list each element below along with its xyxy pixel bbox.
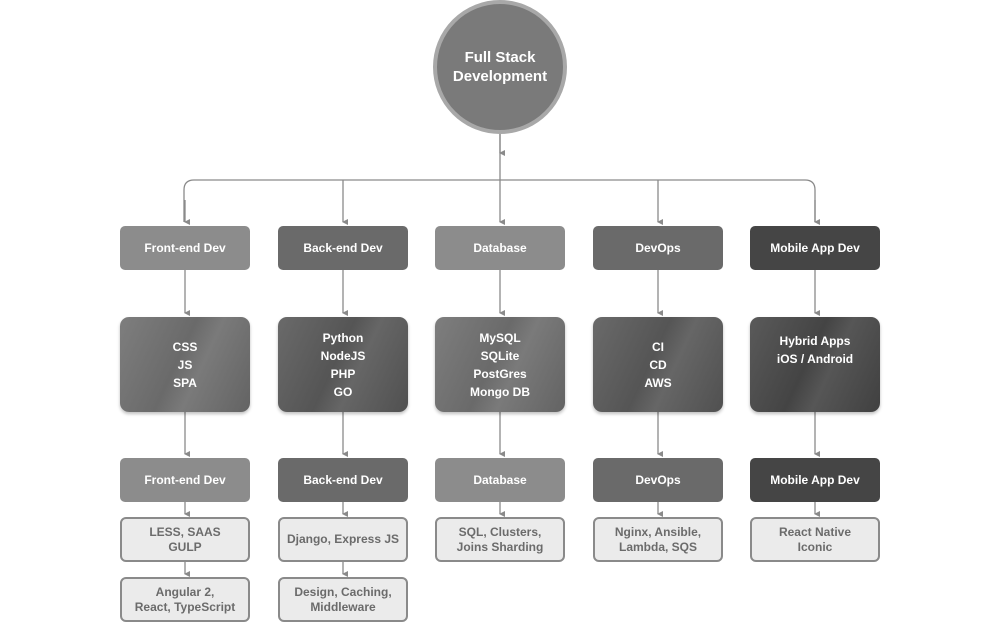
leaf-line-devops: Nginx, Ansible, — [614, 524, 702, 539]
sub-header-mobile-app: Mobile App Dev — [750, 458, 880, 502]
tech-box-devops: CI CD AWS — [593, 317, 723, 412]
header-label-database: Database — [473, 241, 527, 255]
header-label-devops: DevOps — [635, 241, 681, 255]
sub-header-label-database: Database — [473, 473, 527, 487]
tech-item-mobile-app: iOS / Android — [776, 352, 854, 366]
leaf-box-back-end: Django, Express JS — [278, 517, 408, 562]
header-database: Database — [435, 226, 565, 270]
tech-item-database: PostGres — [473, 366, 527, 381]
sub-header-front-end: Front-end Dev — [120, 458, 250, 502]
leaf-line-database: Joins Sharding — [456, 539, 544, 554]
header-label-back-end: Back-end Dev — [303, 241, 383, 255]
tech-item-devops: AWS — [644, 375, 672, 390]
tech-box-front-end: CSS JS SPA — [120, 317, 250, 412]
tech-item-database: SQLite — [480, 348, 520, 363]
header-back-end: Back-end Dev — [278, 226, 408, 270]
tech-item-back-end: GO — [333, 384, 353, 399]
leaf-line-back-end: Django, Express JS — [286, 532, 400, 546]
header-devops: DevOps — [593, 226, 723, 270]
leaf-line-front-end: React, TypeScript — [134, 599, 236, 614]
tech-item-front-end: SPA — [173, 375, 197, 390]
sub-header-label-back-end: Back-end Dev — [303, 473, 383, 487]
tech-item-mobile-app: Hybrid Apps — [779, 334, 851, 348]
root-title-line2: Development — [452, 68, 548, 85]
tech-item-back-end: Python — [322, 330, 364, 345]
header-front-end: Front-end Dev — [120, 226, 250, 270]
leaf-line-back-end: Middleware — [310, 599, 376, 614]
tech-item-front-end: CSS — [172, 339, 198, 354]
tech-item-front-end: JS — [177, 357, 193, 372]
sub-header-database: Database — [435, 458, 565, 502]
sub-header-label-mobile-app: Mobile App Dev — [770, 473, 860, 487]
leaf-line-front-end: GULP — [168, 539, 202, 554]
tech-item-database: MySQL — [479, 330, 521, 345]
sub-header-devops: DevOps — [593, 458, 723, 502]
leaf-box-database: SQL, Clusters,Joins Sharding — [435, 517, 565, 562]
tech-item-back-end: NodeJS — [320, 348, 366, 363]
leaf-box-front-end: Angular 2,React, TypeScript — [120, 577, 250, 622]
header-label-front-end: Front-end Dev — [144, 241, 226, 255]
leaf-line-mobile-app: Iconic — [797, 539, 833, 554]
leaf-line-front-end: Angular 2, — [155, 584, 215, 599]
leaf-box-back-end: Design, Caching,Middleware — [278, 577, 408, 622]
tech-item-back-end: PHP — [330, 366, 356, 381]
leaf-line-devops: Lambda, SQS — [618, 539, 698, 554]
tech-box-mobile-app: Hybrid Apps iOS / Android — [750, 317, 880, 412]
tech-item-database: Mongo DB — [470, 384, 530, 399]
leaf-line-database: SQL, Clusters, — [458, 524, 542, 539]
leaf-line-back-end: Design, Caching, — [294, 584, 392, 599]
tech-item-devops: CI — [652, 339, 664, 354]
root-node: Full Stack Development — [433, 0, 567, 134]
sub-header-back-end: Back-end Dev — [278, 458, 408, 502]
header-label-mobile-app: Mobile App Dev — [770, 241, 860, 255]
header-mobile-app: Mobile App Dev — [750, 226, 880, 270]
leaf-line-front-end: LESS, SAAS — [149, 524, 221, 539]
tech-item-devops: CD — [649, 357, 667, 372]
sub-header-label-front-end: Front-end Dev — [144, 473, 226, 487]
sub-header-label-devops: DevOps — [635, 473, 681, 487]
leaf-line-mobile-app: React Native — [778, 524, 852, 539]
leaf-box-devops: Nginx, Ansible,Lambda, SQS — [593, 517, 723, 562]
root-title-line1: Full Stack — [464, 49, 536, 66]
